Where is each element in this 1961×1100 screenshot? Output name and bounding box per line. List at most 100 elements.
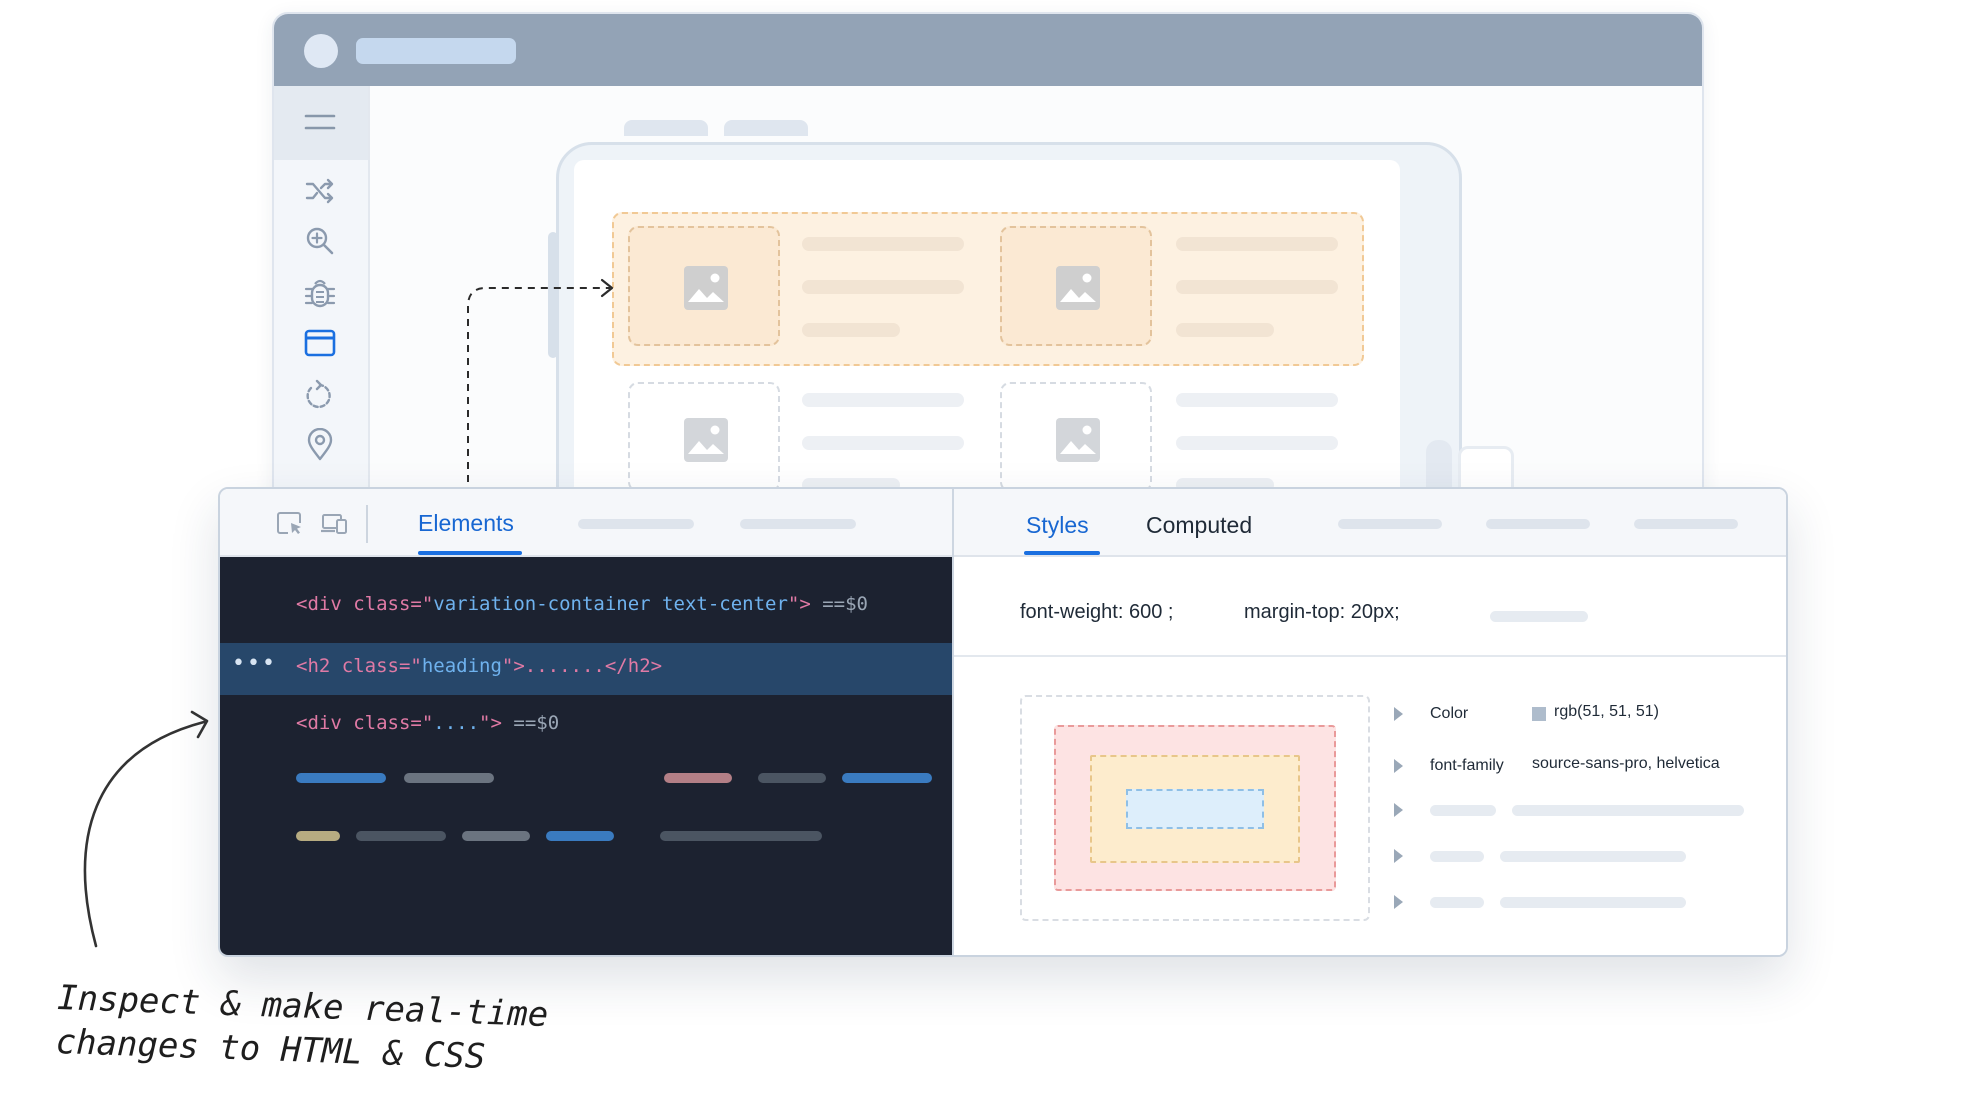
code-tag: <div class="	[296, 593, 434, 615]
tab-styles[interactable]: Styles	[1026, 512, 1089, 538]
computed-prop-name: font-family	[1430, 757, 1504, 774]
prop-placeholder	[1512, 805, 1744, 816]
image-icon	[1056, 418, 1100, 462]
box-model-content[interactable]	[1126, 789, 1264, 829]
devtools-toolbar: Elements	[220, 489, 952, 557]
tab-computed[interactable]: Computed	[1146, 512, 1253, 538]
rotate-icon[interactable]	[303, 378, 337, 412]
prop-placeholder	[1430, 805, 1496, 816]
pane-divider	[954, 655, 1786, 657]
code-placeholder	[664, 773, 732, 783]
color-swatch[interactable]	[1532, 707, 1546, 721]
code-placeholder	[842, 773, 932, 783]
computed-prop-name: Color	[1430, 705, 1469, 722]
code-tag: <h2 class="	[296, 655, 422, 677]
tools-sidebar	[274, 86, 370, 520]
tablet-tab-stub	[624, 120, 708, 136]
prop-placeholder	[1430, 897, 1484, 908]
expand-arrow-icon[interactable]	[1394, 759, 1403, 773]
code-placeholder	[660, 831, 822, 841]
browser-favicon	[304, 34, 338, 68]
image-icon	[1056, 266, 1100, 310]
text-placeholder	[1176, 393, 1338, 407]
text-placeholder	[802, 237, 964, 251]
tab-placeholder[interactable]	[578, 519, 694, 529]
text-placeholder	[1176, 237, 1338, 251]
code-class-value: ....	[433, 712, 480, 734]
computed-prop-value: rgb(51, 51, 51)	[1554, 703, 1659, 720]
window-icon[interactable]	[303, 326, 337, 360]
code-placeholder	[546, 831, 614, 841]
styles-pane-header: Styles Computed	[954, 489, 1786, 557]
browser-title-bar	[274, 14, 1702, 86]
declaration-placeholder	[1490, 611, 1588, 622]
expand-arrow-icon[interactable]	[1394, 803, 1403, 817]
image-placeholder	[628, 382, 780, 492]
caption-arrow	[83, 720, 206, 948]
code-placeholder	[356, 831, 446, 841]
code-class-value: variation-container text-center	[433, 593, 788, 615]
code-class-value: heading	[421, 655, 502, 677]
box-model-margin[interactable]	[1054, 725, 1336, 891]
expand-arrow-icon[interactable]	[1394, 849, 1403, 863]
text-placeholder	[1176, 323, 1274, 337]
code-marker: ==$0	[513, 712, 560, 734]
expand-arrow-icon[interactable]	[1394, 707, 1403, 721]
dom-node-heading[interactable]: <h2 class="heading">.......</h2>	[296, 655, 662, 677]
location-pin-icon[interactable]	[303, 428, 337, 462]
text-placeholder	[802, 280, 964, 294]
code-tag: ">	[787, 593, 811, 615]
device-toggle-icon[interactable]	[320, 511, 348, 537]
code-placeholder	[462, 831, 530, 841]
text-placeholder	[1176, 436, 1338, 450]
code-placeholder	[296, 831, 340, 841]
bug-icon[interactable]	[303, 276, 337, 310]
shuffle-icon[interactable]	[303, 174, 337, 208]
sidebar-menu-area	[274, 86, 368, 160]
text-placeholder	[802, 323, 900, 337]
box-model-diagram	[1020, 695, 1370, 921]
code-tag: <div class="	[296, 712, 434, 734]
devtools-panel: Elements <div class="variation-container…	[218, 487, 1788, 957]
tab-placeholder[interactable]	[1338, 519, 1442, 529]
css-declaration[interactable]: margin-top: 20px;	[1244, 601, 1400, 623]
more-dots-icon[interactable]: •••	[232, 651, 277, 676]
code-placeholder	[758, 773, 826, 783]
menu-icon[interactable]	[303, 106, 337, 140]
prop-placeholder	[1500, 851, 1686, 862]
tablet-side-button	[548, 232, 558, 358]
text-placeholder	[802, 393, 964, 407]
tab-elements[interactable]: Elements	[418, 510, 514, 536]
box-model-padding[interactable]	[1090, 755, 1300, 863]
prop-placeholder	[1500, 897, 1686, 908]
address-bar[interactable]	[356, 38, 516, 64]
tab-placeholder[interactable]	[740, 519, 856, 529]
inspect-element-icon[interactable]	[276, 511, 304, 537]
code-marker: ==$0	[822, 593, 868, 615]
code-placeholder	[296, 773, 386, 783]
css-declaration[interactable]: font-weight: 600 ;	[1020, 601, 1174, 623]
image-placeholder	[628, 226, 780, 346]
feature-caption: Inspect & make real-time changes to HTML…	[55, 976, 578, 1082]
styles-pane: Styles Computed font-weight: 600 ; margi…	[952, 489, 1786, 955]
dom-node-variation-container[interactable]: <div class="variation-container text-cen…	[296, 593, 868, 615]
selected-dom-row[interactable]: ••• <h2 class="heading">.......</h2>	[220, 643, 952, 695]
dom-node-div[interactable]: <div class="...."> ==$0	[296, 712, 559, 734]
image-placeholder	[1000, 226, 1152, 346]
computed-prop-value: source-sans-pro, helvetica	[1532, 755, 1720, 772]
code-tag: ">.......</h2>	[501, 655, 663, 677]
expand-arrow-icon[interactable]	[1394, 895, 1403, 909]
tablet-tab-stub	[724, 120, 808, 136]
tab-styles-underline	[1024, 551, 1100, 555]
dom-tree: <div class="variation-container text-cen…	[220, 557, 952, 955]
image-icon	[684, 418, 728, 462]
code-tag: ">	[479, 712, 502, 734]
tab-placeholder[interactable]	[1634, 519, 1738, 529]
tab-placeholder[interactable]	[1486, 519, 1590, 529]
code-placeholder	[404, 773, 494, 783]
zoom-in-icon[interactable]	[303, 224, 337, 258]
tab-elements-underline	[418, 551, 522, 555]
prop-placeholder	[1430, 851, 1484, 862]
image-icon	[684, 266, 728, 310]
